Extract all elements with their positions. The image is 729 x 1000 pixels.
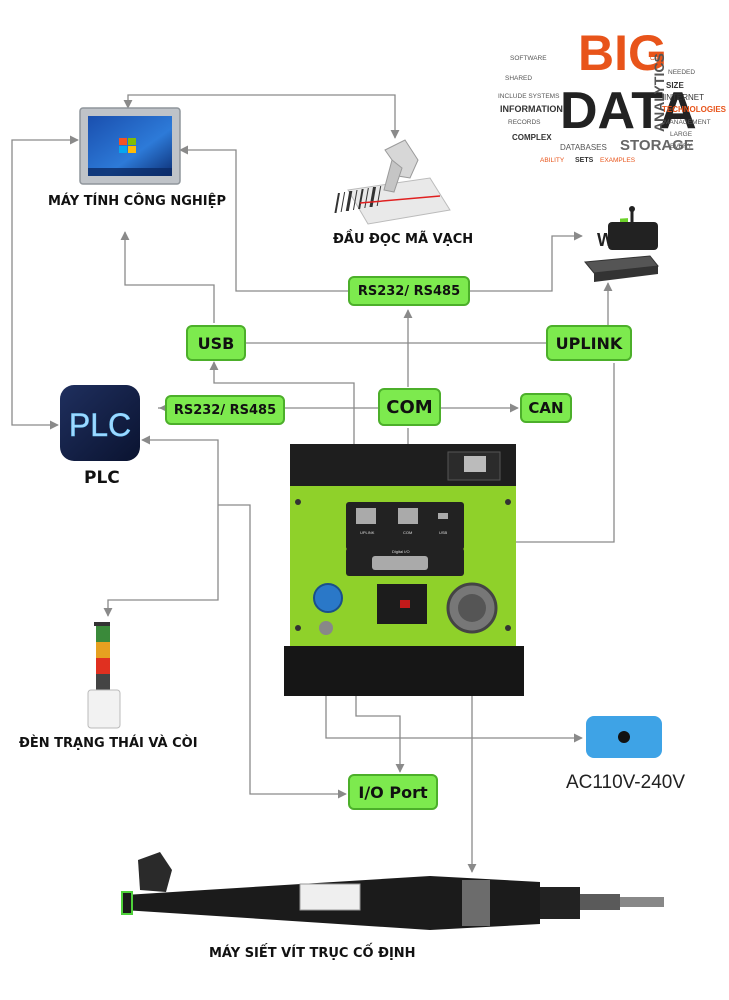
big-data-word-cloud: BIG DATA SOFTWARE SHARED INCLUDE SYSTEMS… [498, 25, 727, 164]
svg-text:MANAGEMENT: MANAGEMENT [664, 119, 711, 126]
port-label-digital: Digital I/O [392, 549, 410, 554]
rs232-rs485-top-box: RS232/ RS485 [348, 276, 470, 306]
plc-icon: PLC [60, 385, 140, 461]
power-supply-icon [586, 716, 662, 758]
plc-label: PLC [84, 468, 120, 488]
tower-light-icon [87, 622, 121, 729]
svg-text:INCLUDE SYSTEMS: INCLUDE SYSTEMS [498, 93, 560, 100]
uplink-box: UPLINK [546, 325, 632, 361]
io-port-box: I/O Port [348, 774, 438, 810]
svg-text:INTERNET: INTERNET [664, 93, 704, 102]
usb-box: USB [186, 325, 246, 361]
svg-text:ABILITY: ABILITY [540, 157, 565, 164]
svg-text:TECHNOLOGIES: TECHNOLOGIES [662, 105, 727, 114]
wifi-router-icon: WiFi [584, 206, 659, 282]
windows-logo-icon [119, 138, 136, 153]
svg-text:NEEDED: NEEDED [668, 69, 695, 76]
svg-text:SOFTWARE: SOFTWARE [510, 55, 547, 62]
wifi-text: WiFi [597, 230, 635, 250]
usb-port-icon [438, 513, 448, 519]
barcode-reader-label: ĐẦU ĐỌC MÃ VẠCH [333, 232, 474, 247]
com-port-icon [398, 508, 418, 524]
svg-text:EXAMPLES: EXAMPLES [600, 157, 636, 164]
tower-light-label: ĐÈN TRẠNG THÁI VÀ CÒI [19, 736, 198, 751]
power-switch-icon [400, 600, 410, 608]
svg-text:EVERY: EVERY [670, 143, 693, 150]
controller-unit: UPLINK COM USB Digital I/O [284, 444, 524, 696]
screwdriver-tool-icon [121, 852, 664, 930]
digital-io-port-icon [372, 556, 428, 570]
port-label-usb: USB [439, 530, 448, 535]
power-supply-label: AC110V-240V [566, 772, 686, 793]
com-box: COM [378, 388, 441, 426]
svg-text:LARGE: LARGE [670, 131, 693, 138]
tool-label: MÁY SIẾT VÍT TRỤC CỐ ĐỊNH [209, 946, 416, 961]
industrial-computer-icon [79, 107, 181, 185]
rj45-port-icon [464, 456, 486, 472]
svg-text:DATABASES: DATABASES [560, 143, 607, 152]
can-box: CAN [520, 393, 572, 423]
svg-text:STORAGE: STORAGE [620, 137, 694, 154]
port-label-uplink: UPLINK [360, 530, 375, 535]
svg-text:SETS: SETS [575, 157, 594, 164]
svg-text:SHARED: SHARED [505, 75, 532, 82]
svg-text:CAN: CAN [650, 55, 664, 62]
svg-text:SIZE: SIZE [666, 81, 684, 90]
svg-text:ANALYTICS: ANALYTICS [651, 53, 667, 132]
port-label-com: COM [403, 530, 412, 535]
plc-logo-text: PLC [69, 407, 131, 443]
bigdata-big: BIG [578, 25, 667, 81]
bigdata-data: DATA [560, 82, 697, 140]
svg-text:COMPLEX: COMPLEX [512, 133, 552, 142]
uplink-port-icon [356, 508, 376, 524]
computer-label: MÁY TÍNH CÔNG NGHIỆP [48, 194, 227, 209]
barcode-scanner-icon [334, 139, 451, 225]
blue-cap-connector-icon [313, 583, 343, 613]
svg-text:INFORMATION: INFORMATION [500, 104, 563, 114]
svg-text:RECORDS: RECORDS [508, 119, 541, 126]
rs232-rs485-left-box: RS232/ RS485 [165, 395, 285, 425]
